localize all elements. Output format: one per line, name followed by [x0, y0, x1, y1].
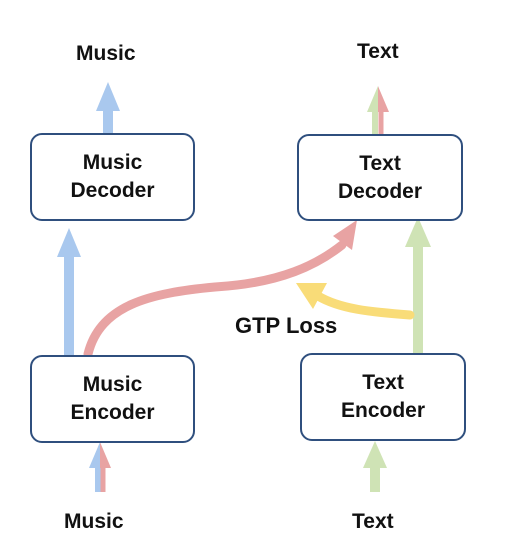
music-decoder-line2: Decoder — [70, 179, 155, 202]
cross-modal-arrowhead — [333, 220, 357, 250]
gtp-loss-arrowhead — [296, 283, 327, 309]
text-input-label: Text — [352, 510, 394, 533]
decoder-to-music-output-arrowhead — [96, 82, 120, 111]
text-decoder-box: Text Decoder — [297, 134, 463, 221]
music-input-arrowhead-blue — [89, 442, 100, 468]
music-input-label: Music — [64, 510, 124, 533]
text-decoder-line1: Text — [359, 151, 401, 175]
encoder-to-decoder-arrowhead — [57, 228, 81, 257]
music-input-arrowhead-red — [100, 442, 111, 468]
gtp-loss-label: GTP Loss — [235, 313, 338, 338]
music-encoder-line2: Encoder — [70, 401, 155, 424]
text-encoder-line2: Encoder — [340, 399, 426, 422]
music-decoder-box: Music Decoder — [30, 133, 195, 221]
text-decoder-line2: Decoder — [337, 179, 423, 203]
gtp-loss-arrow-shaft — [313, 291, 415, 320]
cross-modal-arrow-shaft — [83, 240, 347, 359]
music-encoder-line1: Music — [82, 373, 143, 396]
music-encoder-box: Music Encoder — [30, 355, 195, 443]
text-output-label: Text — [357, 40, 399, 63]
text-output-arrowhead-green — [367, 86, 378, 112]
music-decoder-line1: Music — [82, 151, 143, 174]
text-input-arrowhead — [363, 441, 387, 468]
text-encoder-box: Text Encoder — [300, 353, 466, 441]
text-encoder-line1: Text — [362, 371, 404, 394]
text-encoder-to-decoder-arrowhead — [405, 217, 431, 247]
music-output-label: Music — [76, 42, 136, 65]
text-output-arrowhead-red — [378, 86, 389, 112]
